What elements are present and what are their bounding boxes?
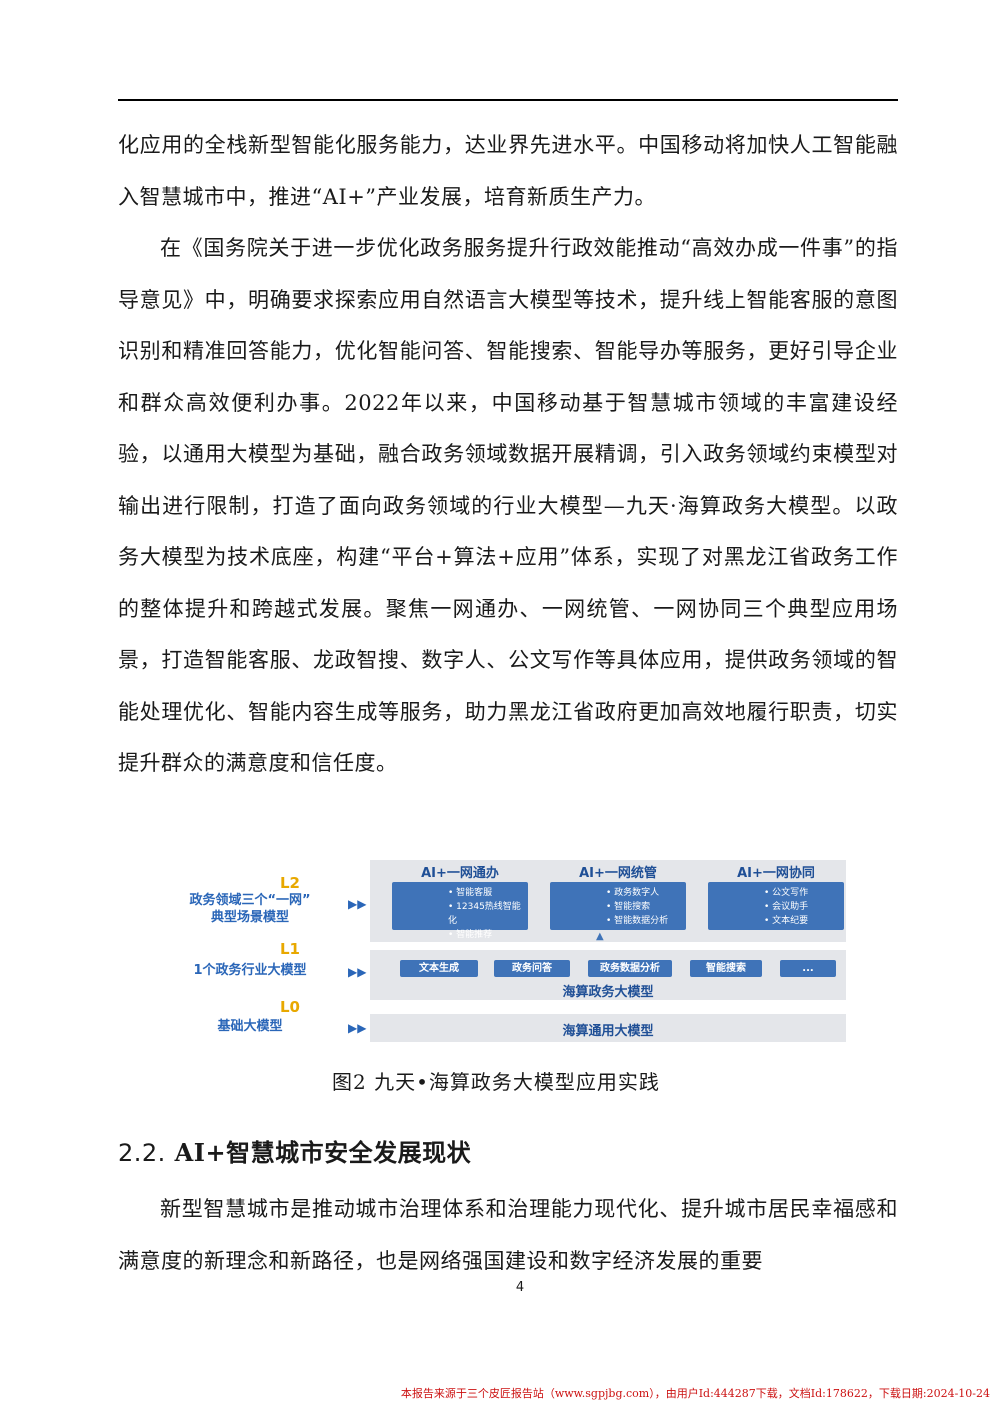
card-3-item: • 会议助手 <box>764 902 809 912</box>
section-text: 新型智慧城市是推动城市治理体系和治理能力现代化、提升城市居民幸福感和满意度的新理… <box>118 1184 898 1287</box>
card-3-item: • 文本纪要 <box>764 916 809 926</box>
level-tag-l2: L2 <box>280 874 300 892</box>
band-l1-label: 海算政务大模型 <box>562 985 654 1000</box>
card-one-net-governance: • 政务数字人 • 智能搜索 • 智能数据分析 <box>550 882 686 930</box>
download-footer: 本报告来源于三个皮匠报告站（www.sgpjbg.com），由用户Id:4442… <box>400 1387 990 1400</box>
card-one-net-service: • 智能客服 • 12345热线智能化 • 智能推荐 <box>392 882 528 940</box>
card-1-item: • 智能推荐 <box>448 930 493 940</box>
level-name-l2-line1: 政务领域三个“一网” <box>189 893 311 908</box>
section-number: 2.2. <box>118 1139 166 1167</box>
arrow-right-icon: ▶▶ <box>348 965 367 979</box>
band-l2: AI+一网通办 AI+一网统管 AI+一网协同 • 智能客服 • 12345热线… <box>370 860 846 942</box>
arrow-right-icon: ▶▶ <box>348 897 367 911</box>
chip-smart-search: 智能搜索 <box>690 960 762 977</box>
card-1-item: • 智能客服 <box>448 888 493 898</box>
chip-more: ... <box>780 960 836 977</box>
body-text: 化应用的全栈新型智能化服务能力，达业界先进水平。中国移动将加快人工智能融入智慧城… <box>118 120 898 790</box>
level-name-l2-line2: 典型场景模型 <box>210 910 289 925</box>
header-rule <box>118 99 898 101</box>
level-tag-l0: L0 <box>280 998 300 1016</box>
card-title-1: AI+一网通办 <box>421 866 499 881</box>
up-arrow-icon: ▲ <box>596 931 604 942</box>
band-l0: 海算通用大模型 <box>370 1014 846 1042</box>
card-one-net-collaboration: • 公文写作 • 会议助手 • 文本纪要 <box>708 882 844 930</box>
level-name-l1: 1个政务行业大模型 <box>193 963 307 978</box>
level-name-l2: 政务领域三个“一网” 典型场景模型 <box>150 892 350 926</box>
section-title: AI+智慧城市安全发展现状 <box>174 1138 472 1167</box>
card-3-item: • 公文写作 <box>764 888 809 898</box>
figure-architecture: L2 政务领域三个“一网” 典型场景模型 L1 1个政务行业大模型 L0 基础大… <box>150 858 850 1046</box>
level-tag-l1: L1 <box>280 940 300 958</box>
section-heading: 2.2. AI+智慧城市安全发展现状 <box>118 1133 471 1168</box>
level-name-l0: 基础大模型 <box>217 1019 283 1034</box>
card-1-item: • 12345热线智能化 <box>448 902 521 926</box>
section-paragraph: 新型智慧城市是推动城市治理体系和治理能力现代化、提升城市居民幸福感和满意度的新理… <box>118 1197 898 1273</box>
paragraph-1: 化应用的全栈新型智能化服务能力，达业界先进水平。中国移动将加快人工智能融入智慧城… <box>118 133 898 209</box>
card-title-2: AI+一网统管 <box>579 866 657 881</box>
card-2-item: • 政务数字人 <box>606 888 660 898</box>
card-title-3: AI+一网协同 <box>737 866 815 881</box>
band-l0-label: 海算通用大模型 <box>562 1024 654 1039</box>
arrow-right-icon: ▶▶ <box>348 1021 367 1035</box>
chip-gov-qa: 政务问答 <box>494 960 570 977</box>
paragraph-2: 在《国务院关于进一步优化政务服务提升行政效能推动“高效办成一件事”的指导意见》中… <box>118 236 898 775</box>
figure-caption: 图2 九天•海算政务大模型应用实践 <box>332 1070 660 1094</box>
chip-text-generation: 文本生成 <box>400 960 478 977</box>
card-2-item: • 智能搜索 <box>606 902 651 912</box>
page-number: 4 <box>515 1280 525 1295</box>
card-2-item: • 智能数据分析 <box>606 916 669 926</box>
band-l1: 文本生成 政务问答 政务数据分析 智能搜索 ... 海算政务大模型 <box>370 950 846 1000</box>
chip-gov-data-analysis: 政务数据分析 <box>588 960 672 977</box>
